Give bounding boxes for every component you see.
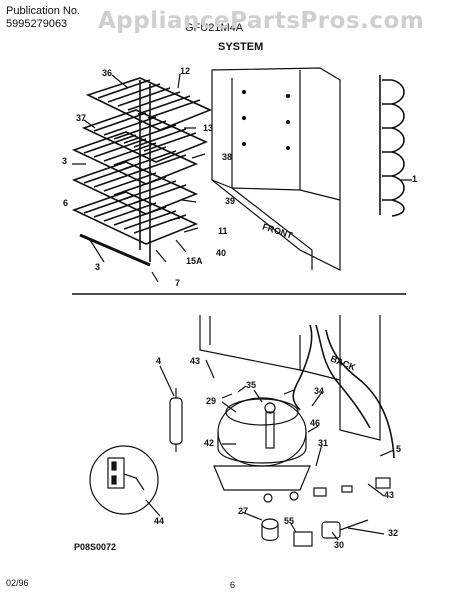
relay-overload <box>293 477 391 547</box>
filter-drier <box>169 388 183 452</box>
section-title: SYSTEM <box>218 41 264 53</box>
publication-label: Publication No. <box>6 5 80 17</box>
freezer-cabinet <box>211 67 341 271</box>
compressor <box>213 385 311 503</box>
callout-13: 13 <box>203 123 214 133</box>
page-number: 6 <box>230 580 236 590</box>
model-number: GFU21M4A <box>185 22 244 34</box>
callout-44: 44 <box>154 516 165 526</box>
footer-date: 02/96 <box>6 578 29 588</box>
callout-43-lower: 43 <box>384 490 395 500</box>
callout-15a: 15A <box>186 256 203 266</box>
callout-27: 27 <box>238 506 249 516</box>
callout-6: 6 <box>63 198 69 208</box>
cabinet-back <box>199 315 381 441</box>
callout-7: 7 <box>175 278 181 288</box>
drawing-code: P08S0072 <box>74 542 117 552</box>
callout-42: 42 <box>204 438 215 448</box>
callout-43-upper: 43 <box>190 356 201 366</box>
callout-3-upper: 3 <box>62 156 68 166</box>
callout-11: 11 <box>218 226 228 236</box>
callout-46: 46 <box>310 418 321 428</box>
watermark: AppliancePartsPros.com <box>98 8 425 34</box>
callout-35: 35 <box>246 380 257 390</box>
wire-shelves <box>71 77 213 267</box>
callout-30: 30 <box>334 540 345 550</box>
callout-55: 55 <box>284 516 295 526</box>
callout-36: 36 <box>102 68 113 78</box>
wall-outlet-detail <box>89 445 159 515</box>
callout-5: 5 <box>396 444 402 454</box>
publication-number: 5995279063 <box>6 18 68 30</box>
callout-39: 39 <box>225 196 236 206</box>
grommet <box>261 518 279 542</box>
callout-32: 32 <box>388 528 399 538</box>
callout-1: 1 <box>412 174 418 184</box>
condenser-coil <box>379 75 405 217</box>
callout-3-lower: 3 <box>95 262 101 272</box>
callout-38: 38 <box>222 152 233 162</box>
callout-29: 29 <box>206 396 217 406</box>
callout-40: 40 <box>216 248 227 258</box>
callout-12: 12 <box>180 66 191 76</box>
callout-4: 4 <box>156 356 162 366</box>
callout-34: 34 <box>314 386 325 396</box>
callout-31: 31 <box>318 438 329 448</box>
callout-37: 37 <box>76 113 87 123</box>
